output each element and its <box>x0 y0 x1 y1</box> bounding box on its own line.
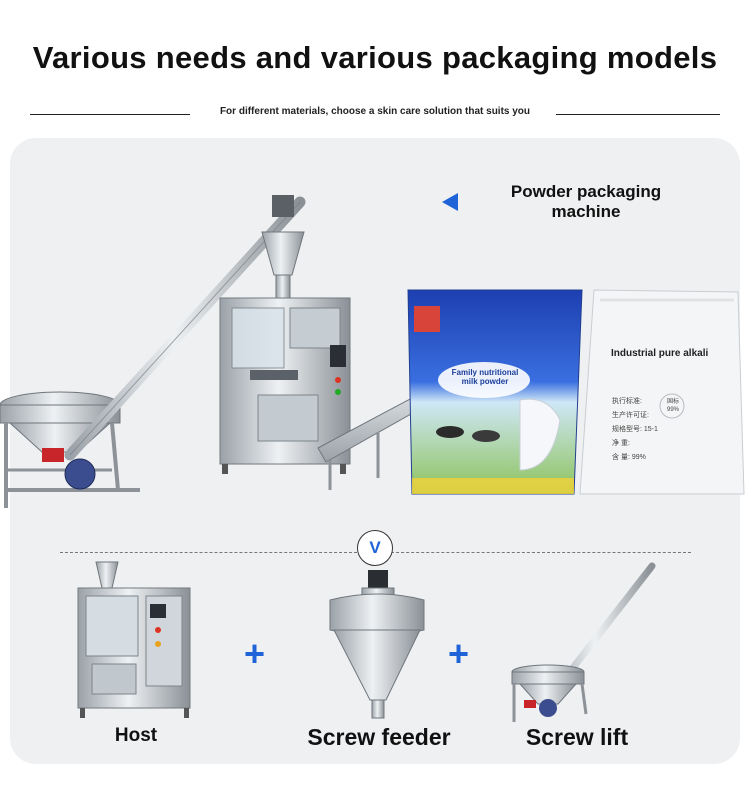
plus-icon: + <box>448 633 470 674</box>
alkali-bag-specs: 执行标准: 生产许可证: 规格型号: 15-1 净 重: 含 量: 99% <box>612 395 658 465</box>
subtitle-rule-right <box>556 114 720 115</box>
page-title: Various needs and various packaging mode… <box>32 40 718 75</box>
divider-left <box>60 552 357 553</box>
alkali-spec-line: 含 量: 99% <box>612 454 646 461</box>
alkali-bag-image <box>579 289 745 495</box>
divider-right <box>391 552 691 553</box>
host-machine-image <box>77 561 191 718</box>
section-heading-line-2: machine <box>551 202 621 221</box>
alkali-spec-line: 规格型号: 15-1 <box>612 426 658 433</box>
host-caption: Host <box>114 725 158 746</box>
section-heading-line-1: Powder packaging <box>510 182 662 201</box>
milk-powder-bag-image <box>407 289 583 495</box>
milk-bag-label: Family nutritional milk powder <box>451 368 519 386</box>
alkali-bag-label: Industrial pure alkali <box>611 348 709 359</box>
subtitle-rule-left <box>30 114 190 115</box>
screw-lift-caption: Screw lift <box>525 724 629 750</box>
section-heading: Powder packaging machine <box>488 182 684 222</box>
alkali-stamp: 国标 99% <box>666 399 679 413</box>
screw-feeder-caption: Screw feeder <box>307 724 451 750</box>
alkali-spec-line: 生产许可证: <box>612 412 649 419</box>
pointer-triangle-icon <box>442 193 458 211</box>
screw-lift-image <box>511 562 656 722</box>
alkali-spec-line: 净 重: <box>612 440 630 447</box>
alkali-spec-line: 执行标准: <box>612 398 642 405</box>
main-machine-image <box>0 195 419 508</box>
plus-icon: + <box>244 633 266 674</box>
v-badge: V <box>357 530 393 566</box>
subtitle: For different materials, choose a skin c… <box>219 106 531 117</box>
screw-feeder-image <box>329 570 425 719</box>
